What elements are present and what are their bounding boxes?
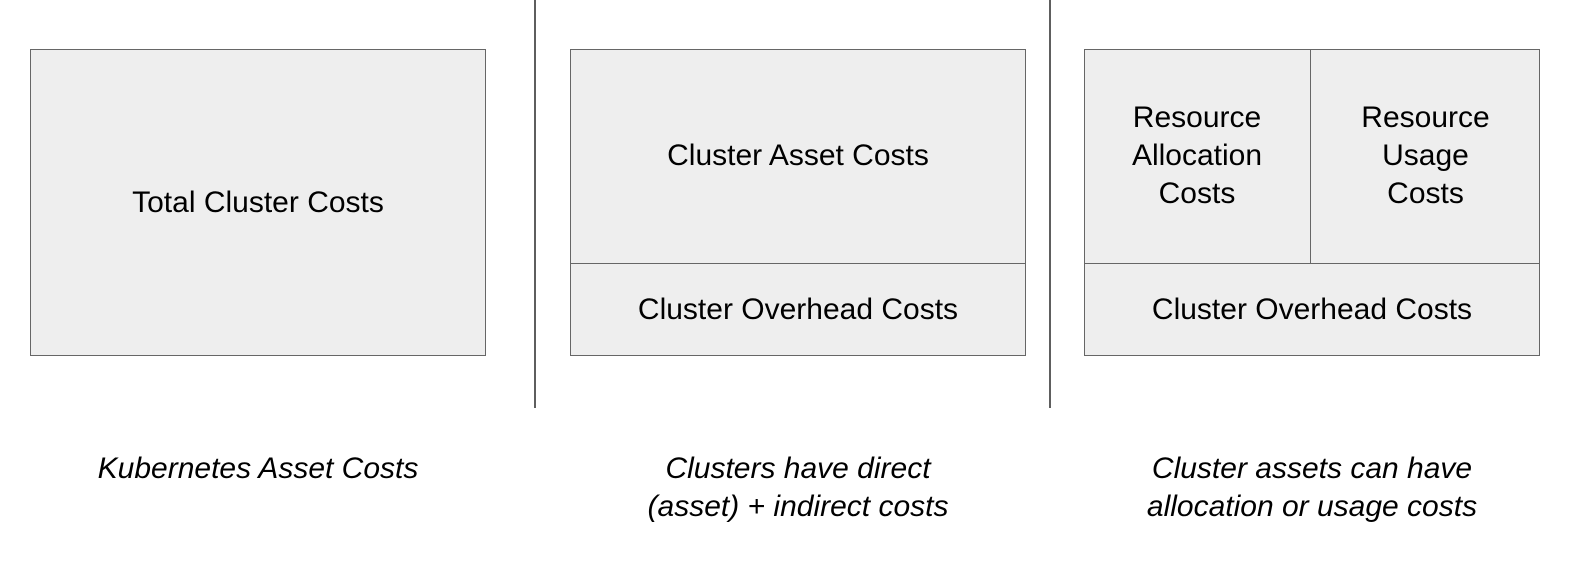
resource-usage-costs-label: Resource Usage Costs	[1361, 101, 1490, 210]
resource-allocation-costs-cell: Resource Allocation Costs	[1084, 49, 1310, 263]
panel-2-horizontal-rule	[570, 263, 1026, 264]
asset-breakdown-box	[1084, 49, 1540, 356]
cluster-asset-costs-label: Cluster Asset Costs	[667, 139, 929, 172]
resource-allocation-costs-label: Resource Allocation Costs	[1131, 101, 1263, 210]
cluster-overhead-costs-cell-panel-3: Cluster Overhead Costs	[1084, 264, 1540, 356]
cluster-overhead-costs-label-panel-2: Cluster Overhead Costs	[637, 293, 959, 326]
panel-2-caption: Clusters have direct (asset) + indirect …	[647, 452, 949, 523]
panel-3-vertical-rule	[1310, 49, 1311, 263]
panel-divider-1	[534, 0, 536, 408]
cluster-breakdown-box	[570, 49, 1026, 356]
total-cluster-costs-label: Total Cluster Costs	[132, 185, 384, 219]
panel-3-caption: Cluster assets can have allocation or us…	[1146, 452, 1478, 523]
panel-1-caption: Kubernetes Asset Costs	[97, 452, 419, 485]
total-cluster-costs-box	[30, 49, 486, 356]
total-cluster-costs-cell: Total Cluster Costs	[30, 49, 486, 356]
cluster-overhead-costs-label-panel-3: Cluster Overhead Costs	[1151, 293, 1473, 326]
resource-usage-costs-cell: Resource Usage Costs	[1311, 49, 1540, 263]
cluster-overhead-costs-cell-panel-2: Cluster Overhead Costs	[570, 264, 1026, 356]
panel-divider-2	[1049, 0, 1051, 408]
cluster-asset-costs-cell: Cluster Asset Costs	[570, 49, 1026, 263]
panel-3-horizontal-rule	[1084, 263, 1540, 264]
